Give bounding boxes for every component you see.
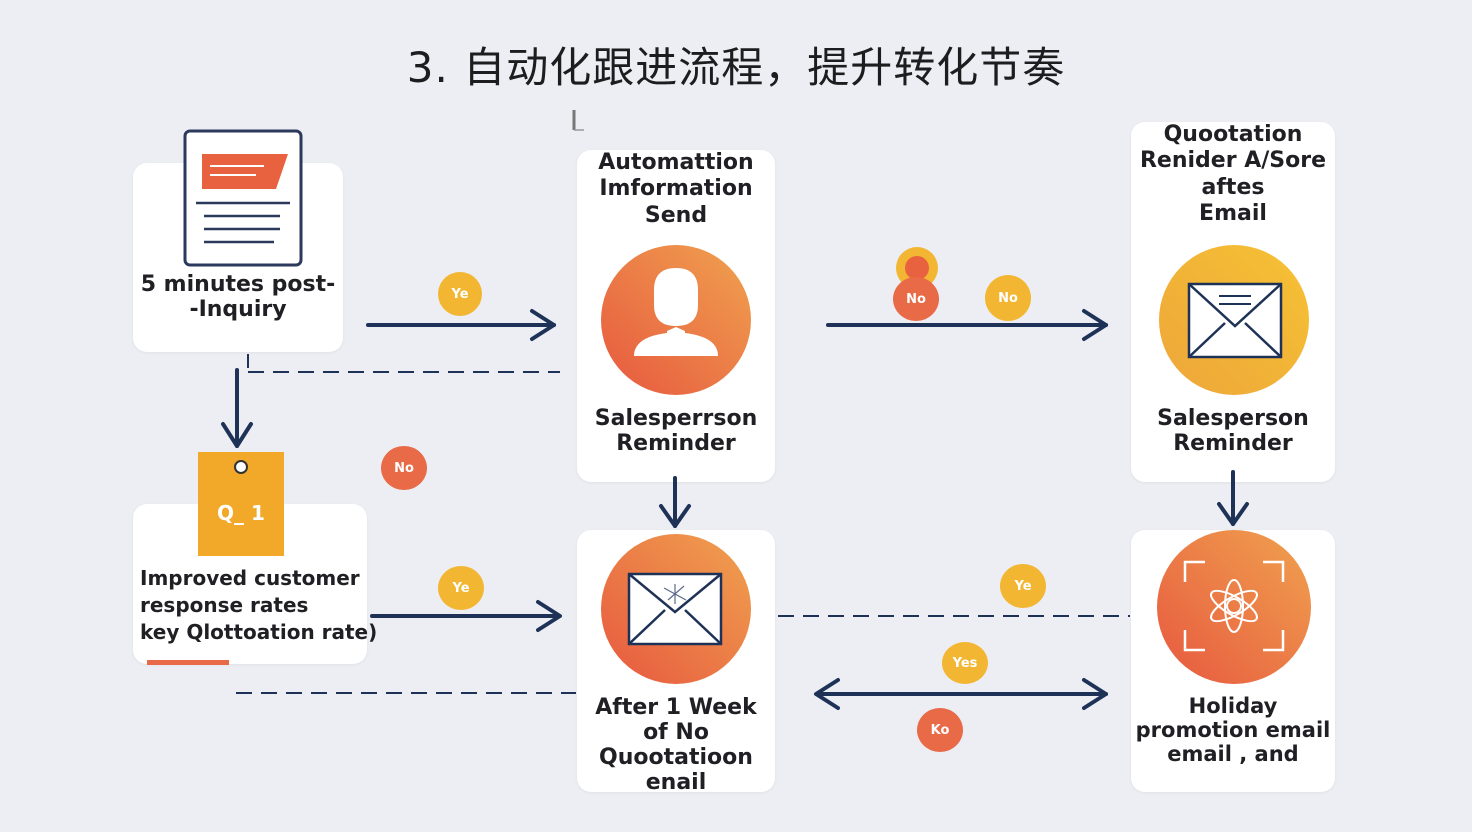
- inquiry-label: 5 minutes post- -Inquiry: [140, 272, 336, 323]
- arrow-inquiry-down: [221, 368, 253, 448]
- arrow-week-holiday-double: [814, 678, 1108, 710]
- badge-no-4: No: [381, 446, 427, 490]
- arrow-improved-to-week: [370, 600, 562, 632]
- envelope-icon-quotation: [1159, 245, 1309, 395]
- badge-no-2: No: [893, 277, 939, 321]
- holiday-label: Holiday promotion email email , and: [1135, 694, 1331, 766]
- tag-icon: [147, 452, 284, 665]
- badge-no-3: No: [985, 275, 1031, 321]
- person-icon: [601, 245, 751, 395]
- quotation-label: Quootation Renider A/Sore aftes Email: [1139, 122, 1327, 227]
- arrow-quotation-down: [1217, 470, 1249, 526]
- badge-yes-7: Yes: [942, 642, 988, 684]
- auto-send-label: Automattion Imformation Send: [598, 150, 754, 228]
- arrow-inquiry-to-send: [366, 309, 556, 341]
- tag-label: Q_ 1: [217, 501, 265, 525]
- badge-yes-1: Ye: [438, 272, 482, 316]
- badge-yes-6: Ye: [1000, 564, 1046, 608]
- week-label: After 1 Week of No Quootatioon enail: [595, 695, 757, 796]
- reminder-mid-label: Salesperrson Reminder: [594, 406, 758, 457]
- arrow-send-down: [659, 476, 691, 528]
- improved-label: Improved customer response rates key Qlo…: [140, 566, 378, 644]
- arrow-send-to-quotation: [826, 309, 1108, 341]
- badge-yes-5: Ye: [438, 566, 484, 610]
- badge-no-8: Ko: [917, 708, 963, 752]
- document-icon: [183, 129, 303, 267]
- ornament-icon: [1157, 530, 1311, 684]
- diagram-title: 3. 自动化跟进流程，提升转化节奏: [406, 43, 1066, 92]
- reminder-right-label: Salesperson Reminder: [1157, 406, 1309, 457]
- envelope-icon-week: [601, 534, 751, 684]
